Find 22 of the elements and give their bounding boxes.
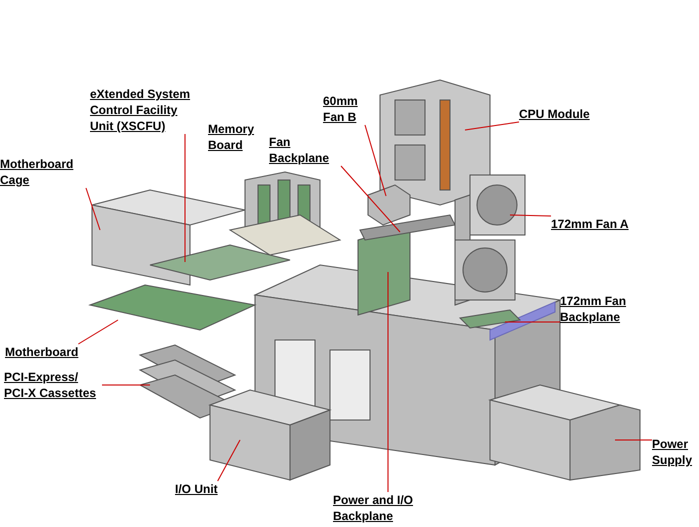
part-label: Fan Backplane [269,134,341,166]
leader-line [217,440,240,482]
leader-line [86,188,100,230]
part-label: 172mm Fan A [551,216,629,232]
part-label: 60mm Fan B [323,93,365,125]
part-label: I/O Unit [175,481,218,497]
part-label: 172mm Fan Backplane [560,293,648,325]
part-label: CPU Module [519,106,590,122]
part-label: Power and I/O Backplane [333,492,433,524]
leader-line [78,320,118,344]
part-label: Motherboard [5,344,78,360]
part-label: Power Supply [652,436,699,468]
part-label: eXtended System Control Facility Unit (XSCFU) [90,86,198,134]
part-label: Memory Board [208,121,270,153]
part-label: PCI-Express/ PCI-X Cassettes [4,369,102,401]
leader-line [102,384,150,386]
leader-line [364,124,386,196]
leader-line [510,214,552,216]
part-label: Motherboard Cage [0,156,86,188]
leader-line [340,166,400,232]
leader-line [184,134,186,262]
leader-line [464,122,520,130]
